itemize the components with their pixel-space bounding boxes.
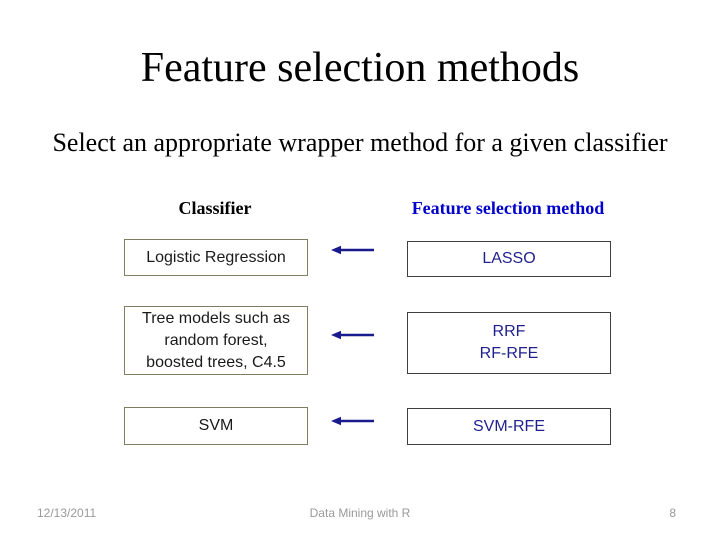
- box-text-line: SVM: [198, 417, 234, 434]
- left-arrow-icon: [331, 330, 374, 340]
- box-text-line: Logistic Regression: [146, 248, 286, 266]
- slide-title: Feature selection methods: [140, 45, 580, 91]
- box-text-line: random forest,: [164, 331, 268, 349]
- method-column-header: Feature selection method: [411, 198, 605, 218]
- method-box-svm-rfe: SVM-RFE: [407, 408, 611, 445]
- slide-subtitle: Select an appropriate wrapper method for…: [52, 128, 668, 157]
- left-arrow-icon: [331, 245, 374, 255]
- classifier-column-header: Classifier: [178, 198, 252, 218]
- classifier-box-svm: SVM: [124, 407, 308, 445]
- footer-presentation-title: Data Mining with R: [309, 506, 411, 520]
- box-text-line: Tree models such as: [142, 309, 290, 327]
- method-box-lasso: LASSO: [407, 241, 611, 277]
- method-box-rrf-rf-rfe: RRF RF-RFE: [407, 312, 611, 374]
- classifier-box-tree-models: Tree models such as random forest, boost…: [124, 306, 308, 375]
- footer-date: 12/13/2011: [37, 506, 97, 520]
- box-text-line: LASSO: [482, 250, 536, 267]
- classifier-box-logistic-regression: Logistic Regression: [124, 239, 308, 276]
- box-text-line: RRF: [492, 323, 526, 340]
- footer-page-number: 8: [669, 506, 676, 520]
- box-text-line: SVM-RFE: [473, 417, 545, 435]
- left-arrow-icon: [331, 416, 374, 426]
- box-text-line: RF-RFE: [479, 345, 539, 362]
- box-text-line: boosted trees, C4.5: [146, 353, 286, 371]
